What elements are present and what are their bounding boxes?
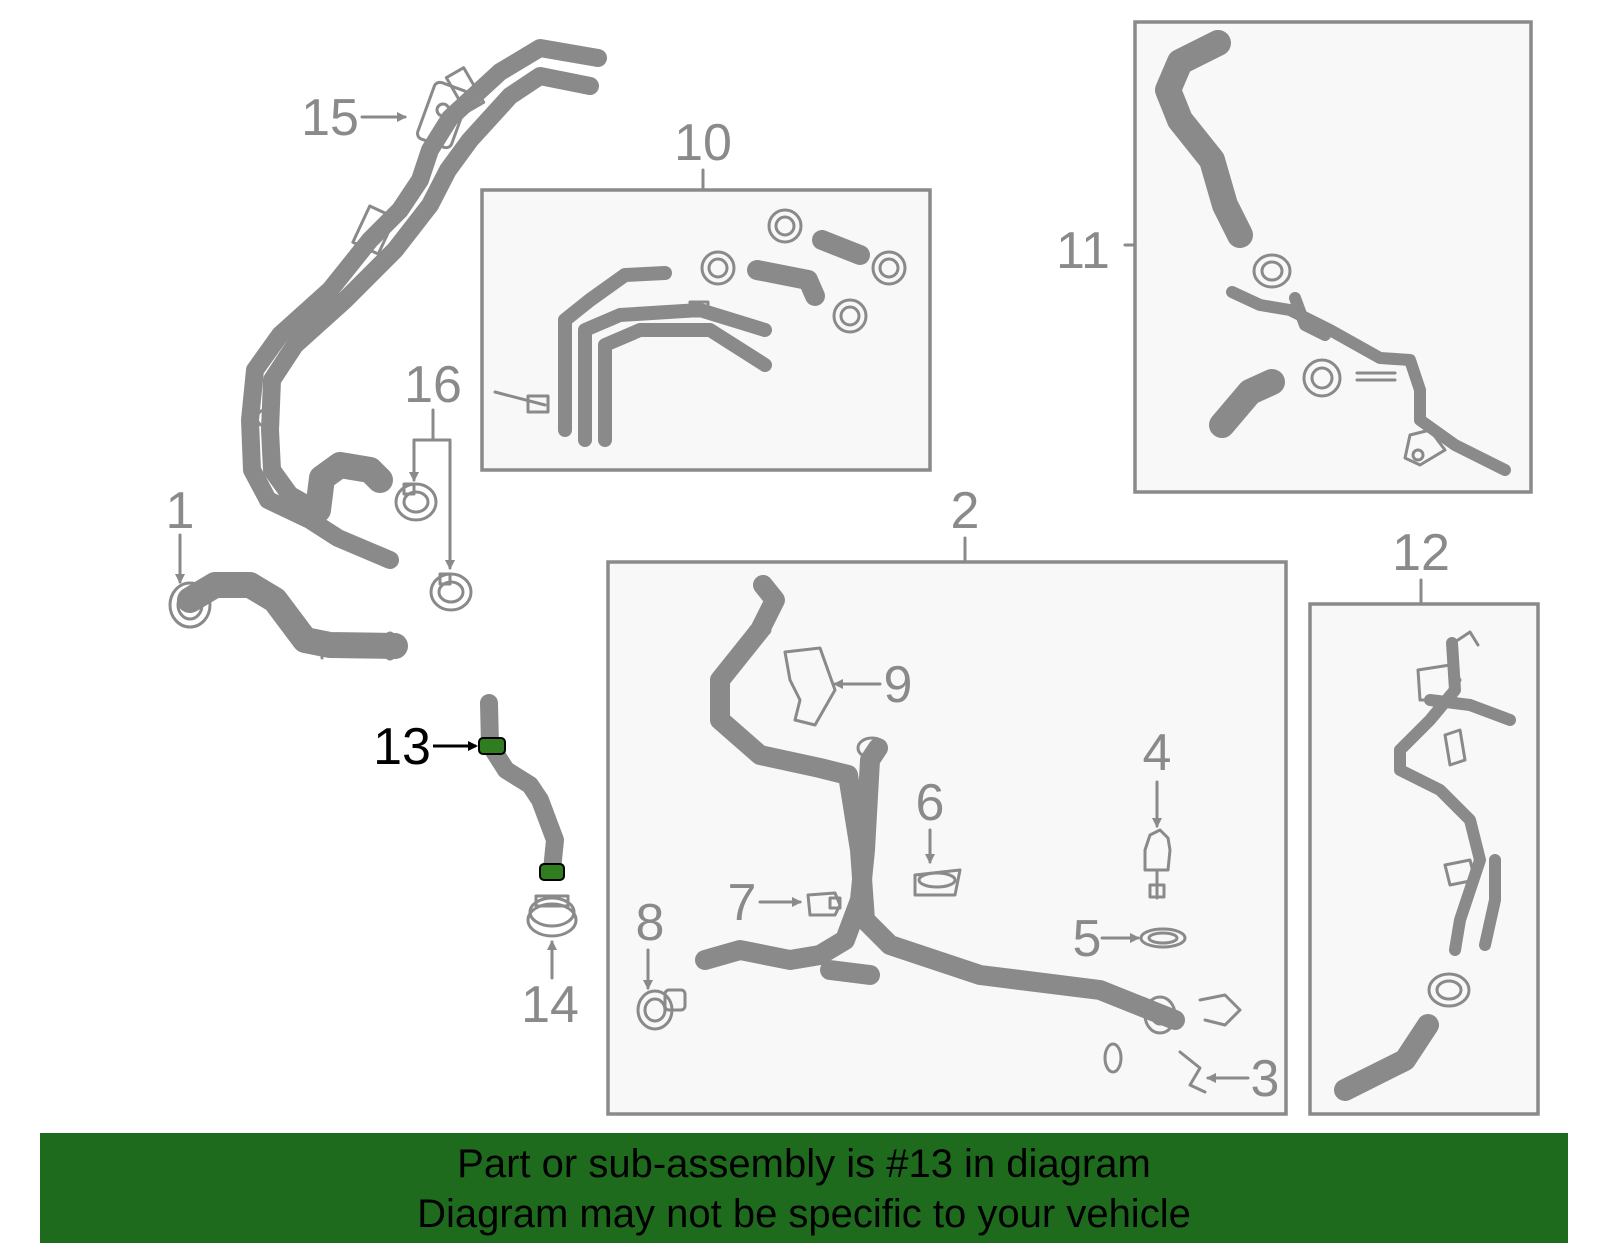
label-16: 16 (404, 356, 462, 414)
part-16-clamps (394, 408, 473, 612)
label-14: 14 (521, 976, 579, 1034)
label-13: 13 (373, 718, 431, 776)
part-13-hose-highlighted (478, 694, 565, 881)
label-7: 7 (728, 874, 757, 932)
label-6: 6 (916, 774, 945, 832)
part-15-pipe-assembly (241, 39, 607, 569)
box-11 (1133, 20, 1533, 494)
part-11-pipes (1123, 30, 1511, 476)
label-8: 8 (636, 894, 665, 952)
label-5: 5 (1073, 910, 1102, 968)
part-10-pipes (493, 208, 907, 447)
part-2-hoses (636, 575, 1242, 1094)
label-3: 3 (1251, 1050, 1280, 1108)
label-2: 2 (951, 482, 980, 540)
banner-line-1: Part or sub-assembly is #13 in diagram (457, 1142, 1151, 1186)
box-2 (606, 560, 1288, 1116)
leader-lines (175, 112, 1423, 1083)
label-10: 10 (674, 114, 732, 172)
label-1: 1 (166, 482, 195, 540)
part-14-clamp (526, 894, 578, 980)
banner-line-2: Diagram may not be specific to your vehi… (417, 1192, 1191, 1236)
part-12-pipes (1334, 630, 1516, 1101)
label-9: 9 (884, 656, 913, 714)
label-11: 11 (1056, 222, 1110, 280)
part-labels: 1 15 16 10 11 2 12 9 6 4 7 8 5 3 14 13 (166, 89, 1450, 1108)
label-12: 12 (1392, 524, 1450, 582)
label-4: 4 (1143, 724, 1172, 782)
label-15: 15 (301, 89, 359, 147)
info-banner: Part or sub-assembly is #13 in diagram D… (40, 1133, 1568, 1243)
part-1-hose (168, 572, 408, 661)
